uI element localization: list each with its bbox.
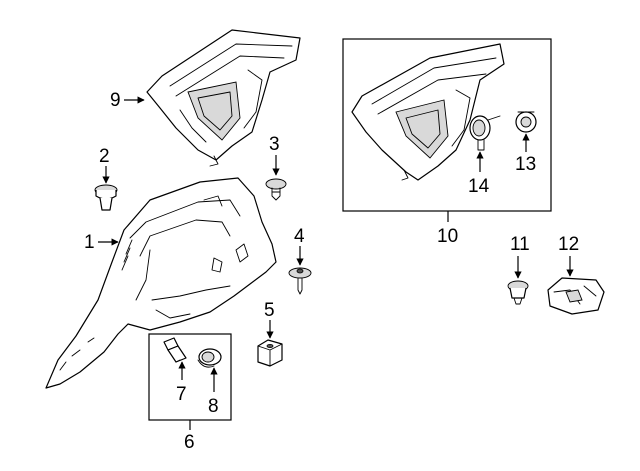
part-7-retainer[interactable]: [163, 337, 187, 363]
callout-4: 4: [294, 226, 305, 266]
callout-2: 2: [99, 146, 110, 184]
part-12-bracket[interactable]: [547, 277, 605, 315]
callout-13: 13: [515, 133, 536, 175]
callout-3: 3: [269, 134, 280, 176]
callout-14: 14: [468, 151, 490, 197]
part-9-upper-quarter-trim[interactable]: [146, 29, 301, 167]
part-1-quarter-trim-panel[interactable]: [45, 177, 277, 389]
svg-text:13: 13: [515, 154, 536, 175]
callout-11: 11: [510, 234, 530, 279]
svg-text:3: 3: [269, 134, 280, 155]
svg-text:5: 5: [264, 300, 275, 321]
svg-text:6: 6: [184, 432, 195, 453]
svg-text:11: 11: [510, 234, 530, 255]
svg-text:9: 9: [110, 90, 121, 111]
part-13-bulb-holder[interactable]: [515, 111, 537, 133]
part-8-grommet[interactable]: [197, 348, 222, 368]
part-11-push-clip[interactable]: [507, 280, 529, 305]
part-14-lamp-socket[interactable]: [469, 115, 501, 151]
svg-text:1: 1: [84, 232, 95, 253]
svg-text:8: 8: [208, 396, 219, 417]
callout-1: 1: [84, 232, 119, 253]
part-10-trim-assembly[interactable]: [351, 43, 505, 181]
group-10-frame: [342, 38, 552, 212]
callout-9: 9: [110, 90, 145, 111]
svg-text:14: 14: [468, 176, 490, 197]
svg-text:7: 7: [176, 384, 187, 405]
part-5-nut-clip[interactable]: [257, 339, 283, 367]
callout-12: 12: [558, 234, 579, 277]
svg-text:2: 2: [99, 146, 110, 167]
part-2-push-clip[interactable]: [94, 184, 118, 211]
part-3-screw-clip[interactable]: [265, 178, 287, 201]
callout-5: 5: [264, 300, 275, 339]
svg-text:4: 4: [294, 226, 305, 247]
callout-6: 6: [184, 420, 195, 453]
callout-7: 7: [176, 361, 187, 405]
svg-text:12: 12: [558, 234, 579, 255]
callout-8: 8: [208, 367, 219, 417]
group-6-frame: [148, 333, 232, 421]
svg-text:10: 10: [437, 226, 458, 247]
part-4-bolt[interactable]: [288, 267, 312, 295]
callout-10: 10: [437, 211, 458, 247]
